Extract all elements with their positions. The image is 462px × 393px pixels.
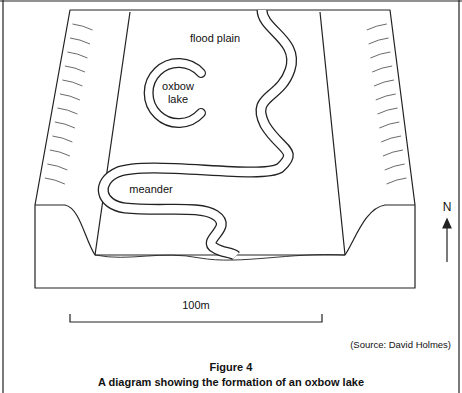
oxbow-lake-water [149,63,201,123]
slope-hatch [387,178,407,184]
source-note: (Source: David Holmes) [349,340,452,351]
slope-hatch [372,66,392,72]
oxbow-lake-outline [149,63,201,123]
north-arrow-shaft [446,226,447,262]
frame-line [0,0,462,1]
slope-hatch [381,136,401,142]
slope-hatch [52,136,72,142]
slope-hatch [60,94,80,100]
scale-bar [70,314,322,322]
slope-hatch [50,150,70,156]
figure-title: Figure 4 [209,361,254,374]
slope-hatch [55,122,75,128]
slope-hatching [45,24,407,184]
north-label: N [442,201,453,215]
slope-hatch [367,24,387,30]
slope-hatch [72,24,92,30]
slope-hatch [65,66,85,72]
slope-hatch [70,38,90,44]
slope-hatch [47,164,67,170]
slope-hatch [383,150,403,156]
slope-hatch [370,52,390,58]
slope-hatch [385,164,405,170]
slope-hatch [379,122,399,128]
scale-label: 100m [181,299,211,312]
feature-label: oxbow lake [159,80,197,105]
slope-hatch [62,80,82,86]
frame-line [2,0,3,393]
river-water [103,10,291,256]
slope-hatch [45,178,65,184]
block-outline [35,10,415,288]
north-arrow-head [443,219,451,228]
slope-hatch [57,108,77,114]
slope-hatch [67,52,87,58]
valley-floor-edge [95,12,130,255]
slope-hatch [369,38,389,44]
frame-line [458,0,459,393]
river-channel [103,10,291,256]
feature-label: meander [128,183,173,196]
valley-floor-edge [320,12,345,255]
slope-hatch [378,108,398,114]
area-label: flood plain [189,32,241,45]
slope-hatch [376,94,396,100]
slope-hatch [374,80,394,86]
figure-caption: A diagram showing the formation of an ox… [97,376,365,389]
